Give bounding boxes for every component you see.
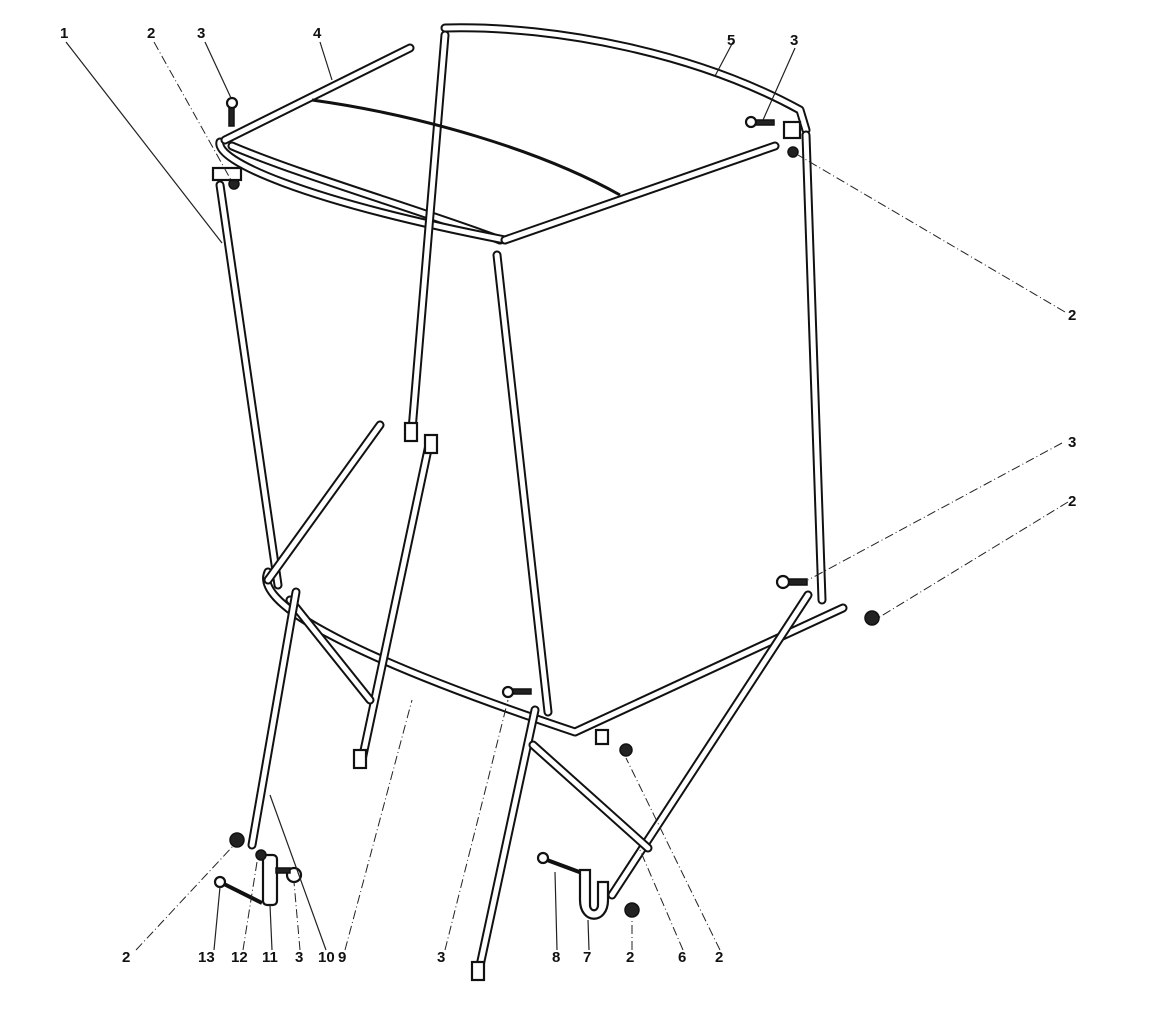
clamp-icon: [578, 868, 610, 920]
callout-11: 11: [262, 949, 278, 966]
nut-icon: [255, 849, 267, 861]
bracket-icon: [261, 853, 279, 907]
bracket-icon: [352, 748, 368, 770]
bracket-icon: [403, 421, 419, 443]
callout-2: 2: [122, 949, 130, 966]
nut-icon: [787, 146, 799, 158]
bracket-icon: [782, 120, 802, 140]
callout-13: 13: [198, 949, 215, 966]
hardware: [211, 96, 880, 982]
bracket-icon: [470, 960, 486, 982]
nut-icon: [864, 610, 880, 626]
bolt-icon: [744, 115, 775, 129]
callout-10: 10: [318, 949, 335, 966]
bracket-icon: [211, 166, 243, 182]
callout-2: 2: [1068, 307, 1076, 324]
callout-4: 4: [313, 25, 322, 42]
top-cable: [311, 98, 621, 197]
callout-8: 8: [552, 949, 560, 966]
nut-icon: [229, 832, 245, 848]
bracket-icon: [423, 433, 439, 455]
callout-9: 9: [338, 949, 346, 966]
callout-6: 6: [678, 949, 686, 966]
callout-3: 3: [1068, 434, 1076, 451]
nut-icon: [624, 902, 640, 918]
bolt-icon: [536, 851, 583, 875]
bracket-icon: [594, 728, 610, 746]
callout-2: 2: [715, 949, 723, 966]
callout-7: 7: [583, 949, 591, 966]
callout-3: 3: [437, 949, 445, 966]
frame-tubes: [215, 23, 848, 980]
callout-1: 1: [60, 25, 68, 42]
bolt-icon: [213, 875, 263, 905]
callout-labels: 1 2 3 4 5 3 2 3 2 2 13 12 11 3 10 9 3 8 …: [60, 25, 1076, 966]
bolt-icon: [775, 574, 808, 590]
leader-lines: [65, 41, 1069, 951]
callout-3: 3: [197, 25, 205, 42]
callout-12: 12: [231, 949, 248, 966]
bolt-icon: [225, 96, 239, 127]
callout-3: 3: [295, 949, 303, 966]
bolt-icon: [501, 685, 532, 699]
callout-2: 2: [1068, 493, 1076, 510]
callout-3: 3: [790, 32, 798, 49]
callout-5: 5: [727, 32, 735, 49]
nut-icon: [619, 743, 633, 757]
callout-2: 2: [626, 949, 634, 966]
callout-2: 2: [147, 25, 155, 42]
